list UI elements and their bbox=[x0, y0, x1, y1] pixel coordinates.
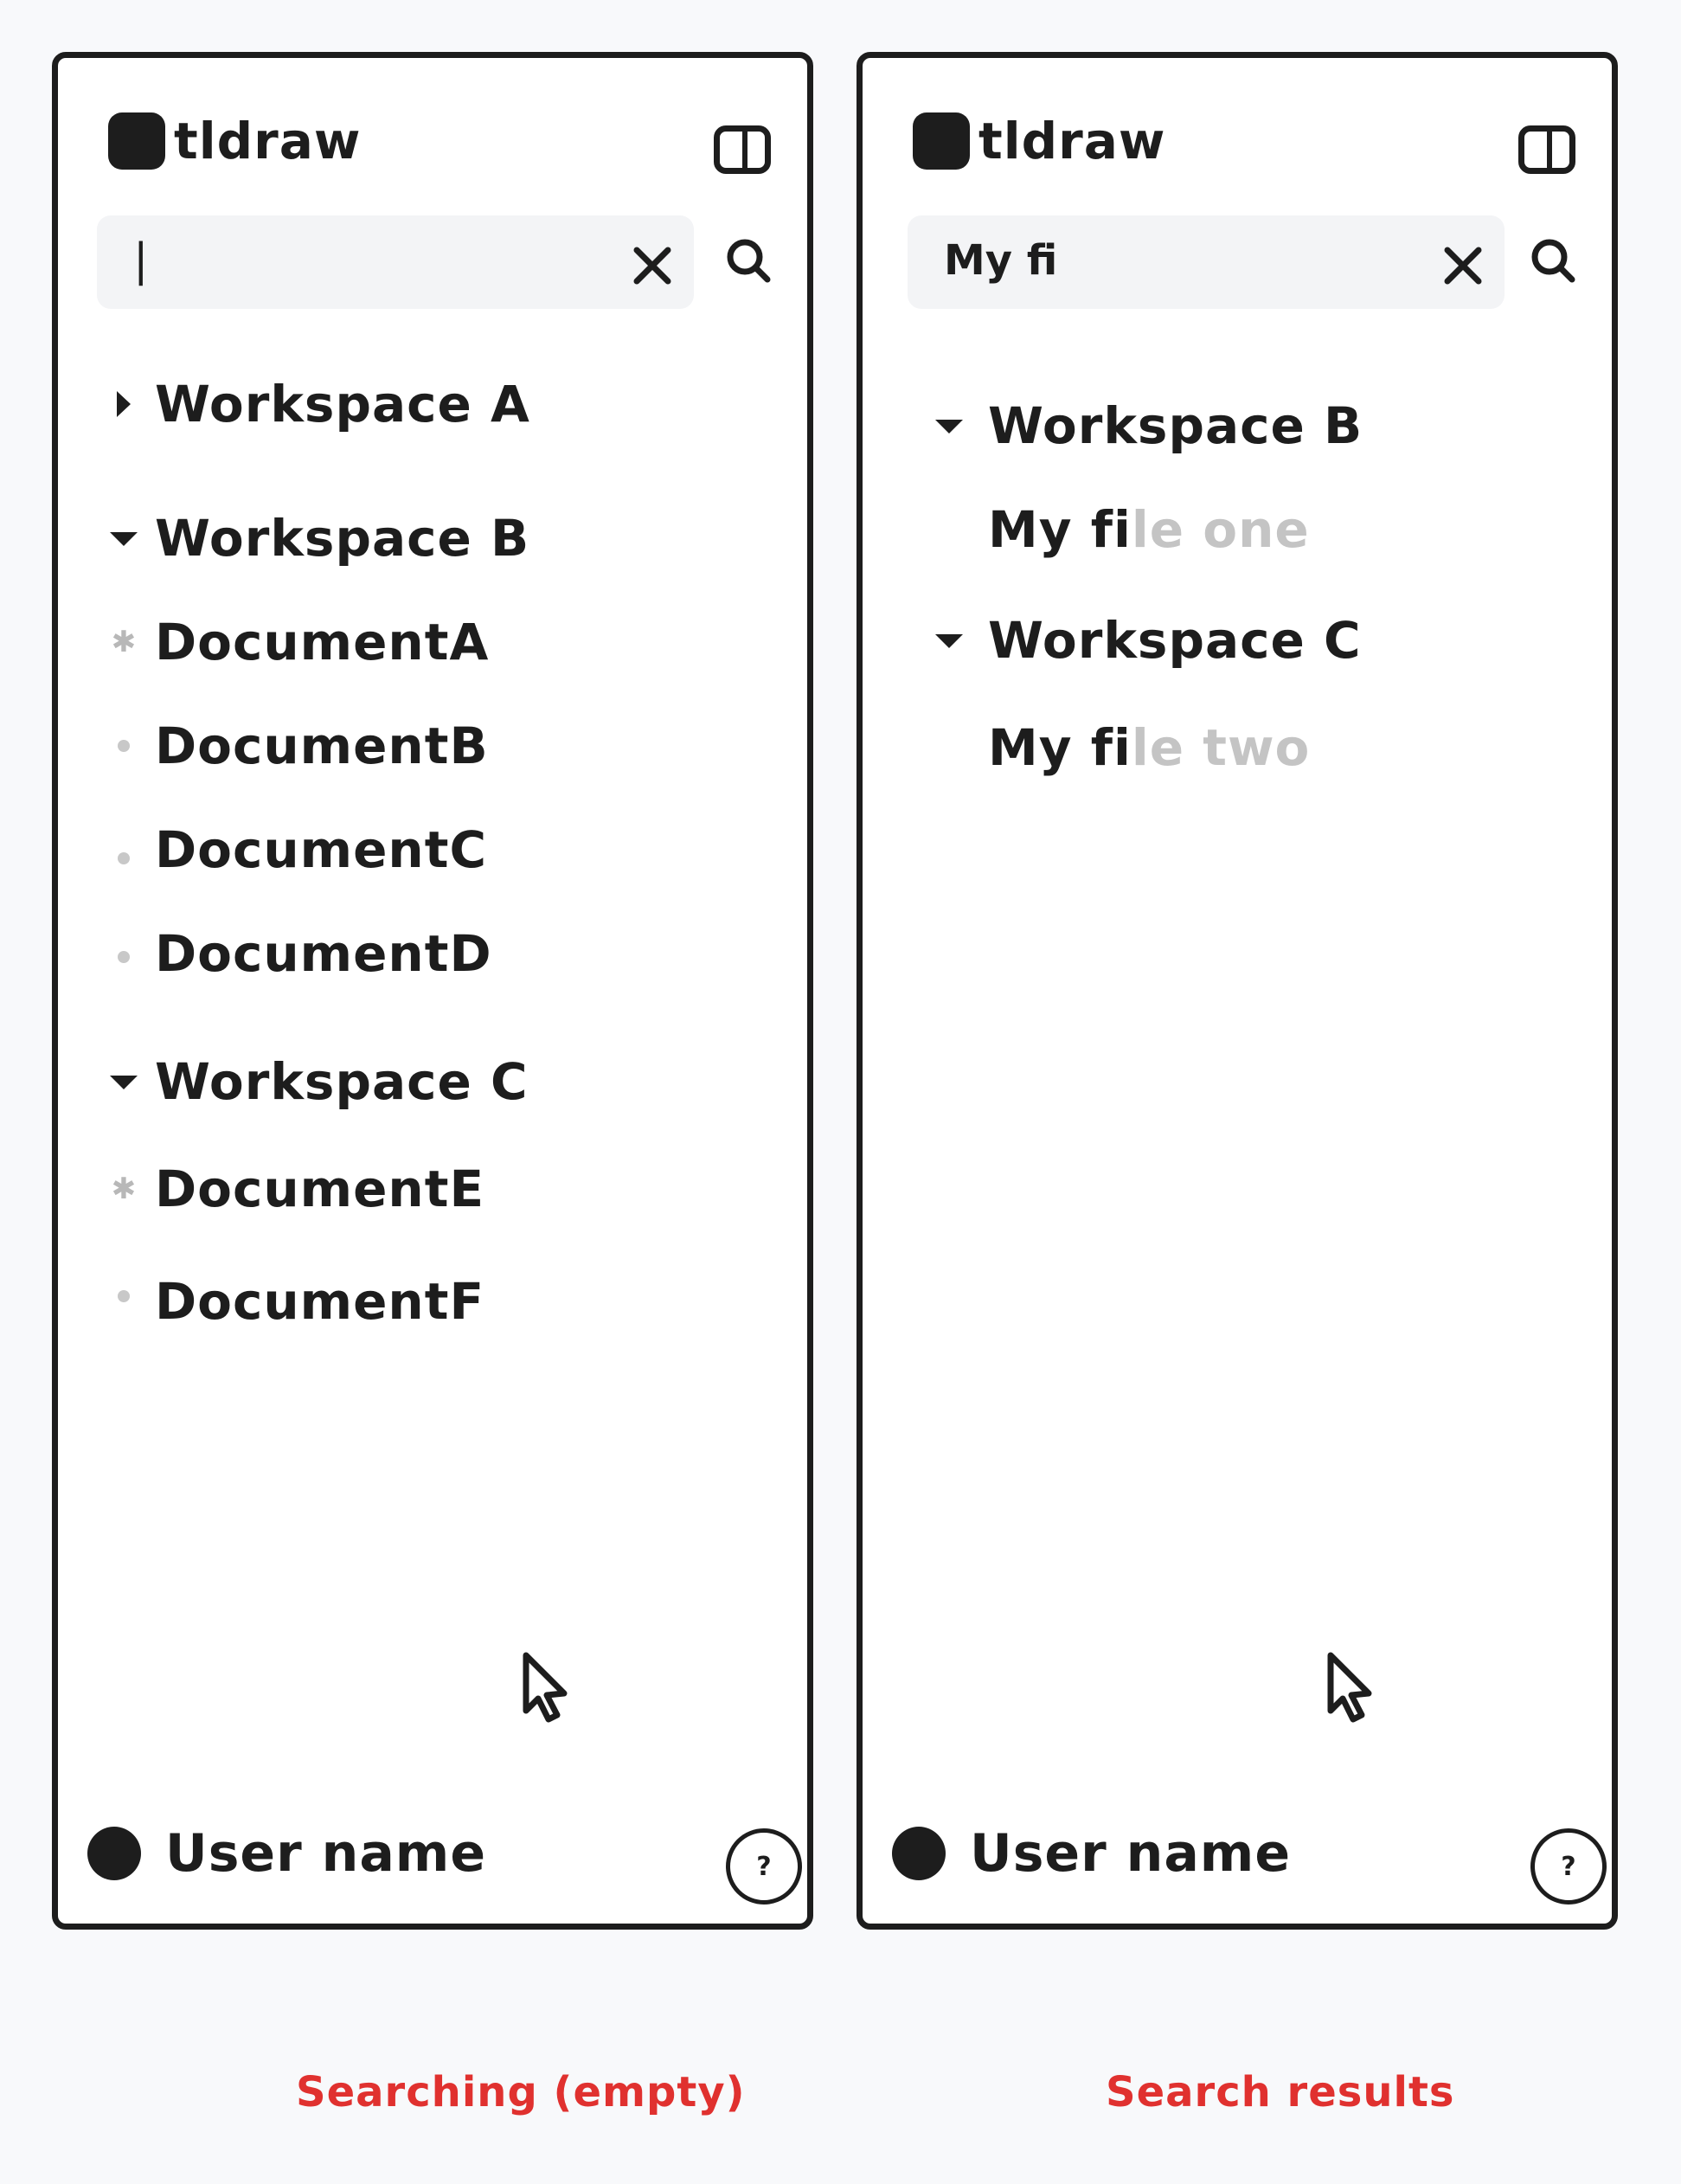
sidebar-toggle-icon[interactable] bbox=[714, 125, 771, 174]
dot-icon bbox=[118, 852, 130, 864]
logo: tldraw bbox=[108, 112, 361, 170]
dot-icon bbox=[118, 1290, 130, 1302]
mouse-cursor-icon bbox=[523, 1652, 568, 1723]
logo: tldraw bbox=[913, 112, 1165, 170]
mouse-cursor-icon bbox=[1327, 1652, 1372, 1723]
search-input[interactable]: My fi bbox=[908, 215, 1505, 309]
dot-icon bbox=[118, 740, 130, 752]
document-label: DocumentA bbox=[155, 613, 490, 671]
search-input-value: My fi bbox=[944, 236, 1058, 285]
sidebar-panel-searching-empty: tldraw | Workspace A Workspace B ✱ Docu bbox=[52, 52, 813, 1930]
clear-search-icon[interactable] bbox=[628, 241, 677, 290]
workspace-label: Workspace B bbox=[988, 396, 1363, 455]
document-label: DocumentF bbox=[155, 1272, 485, 1331]
user-name: User name bbox=[165, 1823, 487, 1884]
document-label: DocumentD bbox=[155, 924, 492, 983]
clear-search-icon[interactable] bbox=[1439, 241, 1487, 290]
dot-icon bbox=[118, 951, 130, 963]
workspace-label: Workspace B bbox=[155, 509, 530, 568]
chevron-down-icon bbox=[935, 420, 963, 434]
document-label: DocumentB bbox=[155, 716, 489, 775]
caption-searching-empty: Searching (empty) bbox=[296, 2068, 746, 2117]
help-button[interactable]: ? bbox=[1530, 1828, 1607, 1905]
workspace-label: Workspace C bbox=[155, 1052, 529, 1111]
result-rest-text: le two bbox=[1131, 718, 1311, 777]
chevron-down-icon bbox=[110, 1076, 138, 1089]
document-label: DocumentE bbox=[155, 1159, 485, 1218]
caption-search-results: Search results bbox=[1106, 2068, 1455, 2117]
chevron-down-icon bbox=[110, 532, 138, 546]
result-match-text: My fi bbox=[988, 500, 1132, 559]
chevron-right-icon bbox=[117, 391, 131, 417]
search-input[interactable]: | bbox=[97, 215, 694, 309]
text-caret: | bbox=[133, 234, 149, 286]
search-icon[interactable] bbox=[722, 234, 774, 286]
user-name: User name bbox=[970, 1823, 1292, 1884]
tldraw-logo-icon bbox=[108, 112, 165, 170]
star-icon: ✱ bbox=[111, 625, 137, 659]
result-rest-text: le one bbox=[1131, 500, 1310, 559]
avatar bbox=[87, 1827, 141, 1880]
document-label: DocumentC bbox=[155, 820, 488, 879]
logo-text: tldraw bbox=[978, 112, 1166, 170]
search-icon[interactable] bbox=[1527, 234, 1579, 286]
tldraw-logo-icon bbox=[913, 112, 970, 170]
result-match-text: My fi bbox=[988, 718, 1132, 777]
logo-text: tldraw bbox=[174, 112, 362, 170]
workspace-label: Workspace A bbox=[155, 375, 530, 434]
workspace-label: Workspace C bbox=[988, 611, 1362, 670]
sidebar-toggle-icon[interactable] bbox=[1518, 125, 1575, 174]
avatar bbox=[892, 1827, 946, 1880]
user-profile[interactable]: User name bbox=[892, 1823, 1291, 1884]
sidebar-panel-search-results: tldraw My fi Workspace B My file one Wor… bbox=[857, 52, 1618, 1930]
help-button[interactable]: ? bbox=[726, 1828, 802, 1905]
user-profile[interactable]: User name bbox=[87, 1823, 486, 1884]
star-icon: ✱ bbox=[111, 1172, 137, 1206]
chevron-down-icon bbox=[935, 634, 963, 648]
